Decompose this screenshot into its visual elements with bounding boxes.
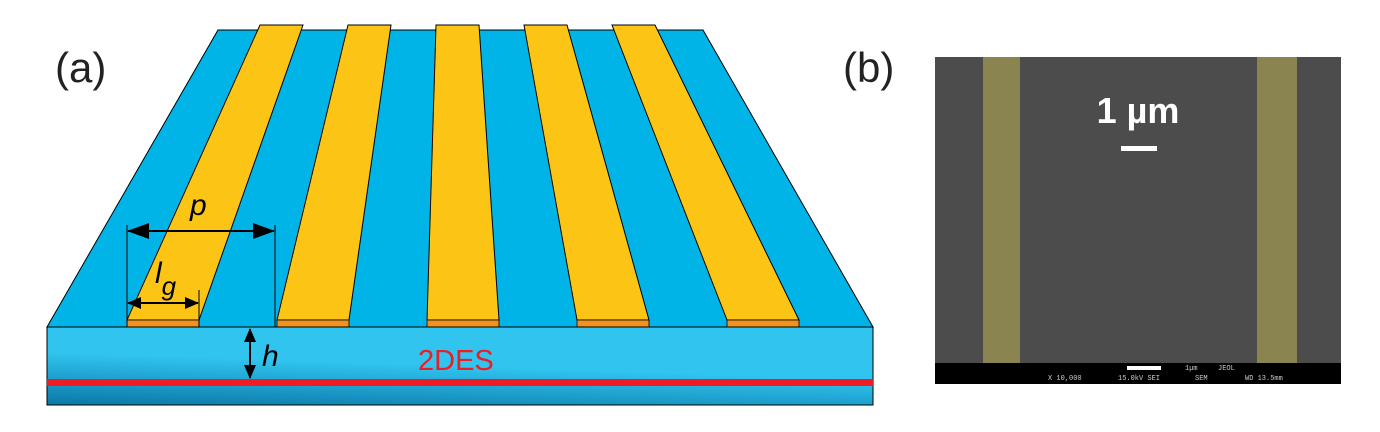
sem-info-wd: WD 13.5mm [1245,375,1283,383]
panel-a-label: (a) [55,44,106,91]
2des-channel-line [47,379,873,386]
h-label: h [262,340,279,373]
p-label: p [189,189,207,222]
lg-label: lg [155,257,177,301]
2des-label: 2DES [418,345,494,377]
gate-stripes [126,24,800,331]
lg-label-main: l [155,257,163,290]
sem-info-scale-bar [1127,366,1161,370]
sem-gate-stripe [983,57,1020,363]
substrate-front-face [46,326,874,406]
sem-info-voltage: 15.0kV SEI [1118,375,1160,383]
sem-scale-label: 1 µm [1097,90,1180,131]
sem-info-mode: SEM [1195,375,1208,383]
panel-b-label: (b) [843,44,894,91]
sem-info-magnification: X 10,000 [1048,375,1082,383]
sem-info-brand: JEOL [1218,365,1235,373]
sem-scale-bar [1121,146,1157,151]
sem-gate-stripe [1257,57,1297,363]
sem-info-bar [935,363,1341,384]
sem-info-scale: 1µm [1185,365,1198,373]
lg-label-sub: g [162,271,177,301]
